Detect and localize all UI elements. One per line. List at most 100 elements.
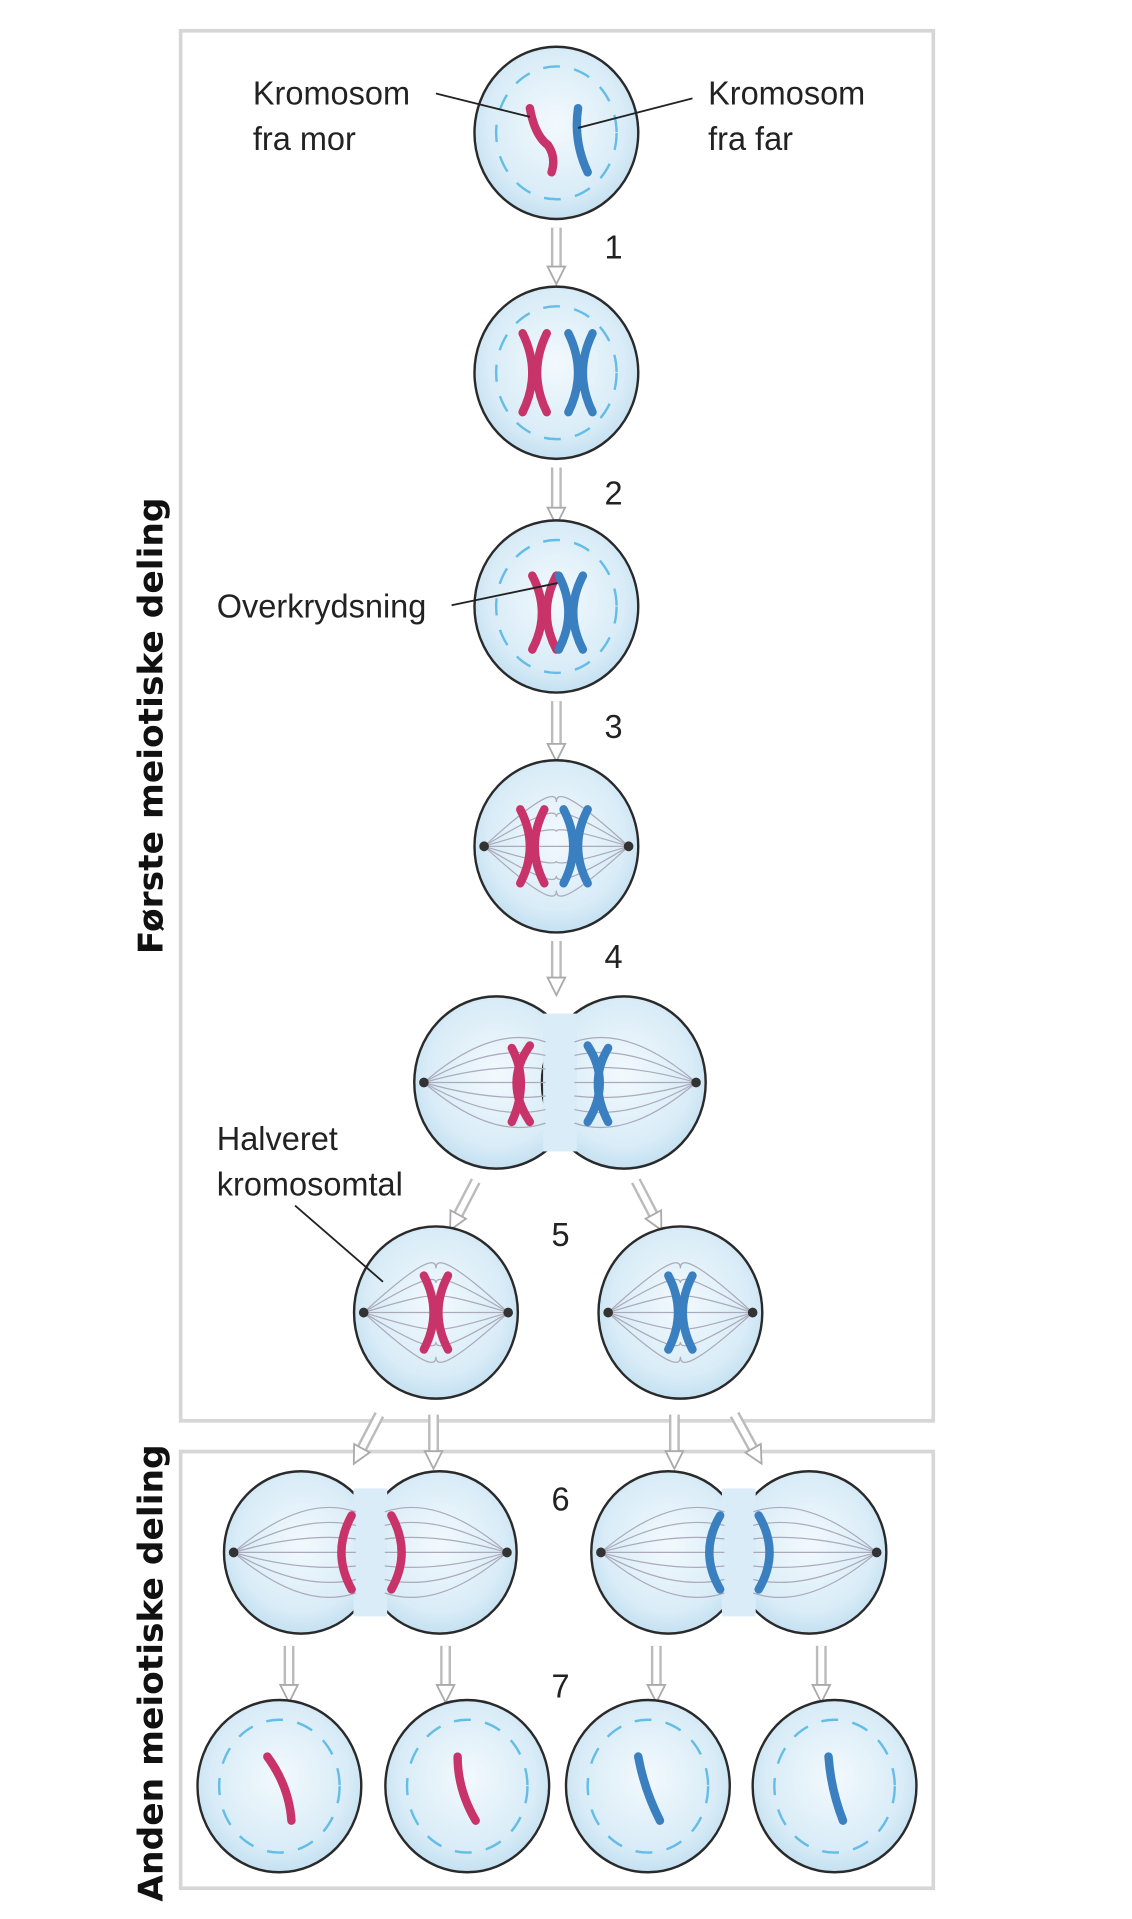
nuclear-envelope: [773, 1718, 896, 1854]
arrow-icon: [546, 701, 567, 764]
spindle-fiber: [384, 1506, 508, 1553]
spindle-fiber: [679, 1262, 754, 1314]
spindle-fiber: [435, 1278, 509, 1314]
spindle-fiber: [607, 1312, 682, 1363]
cell: [473, 519, 640, 694]
dividing-cell: [413, 995, 707, 1170]
spindle-fiber: [483, 845, 557, 897]
father-chromosome: [664, 1271, 683, 1354]
step-1: 1: [605, 228, 623, 265]
spindle-fiber: [574, 1036, 697, 1083]
nuclear-envelope: [494, 65, 618, 201]
spindle-fiber: [679, 1278, 753, 1314]
spindle-fiber: [574, 1081, 697, 1099]
arrow-icon: [546, 941, 567, 998]
dividing-cell: [590, 1470, 888, 1635]
label-halved-1: Halveret: [217, 1120, 338, 1157]
spindle-fiber: [423, 1081, 546, 1099]
arrow-icon: [449, 1178, 481, 1232]
cleavage-fill: [353, 1488, 388, 1617]
mother-chromosome: [516, 805, 534, 888]
centrosome: [596, 1547, 606, 1558]
label-chromosome-mother-2: fra mor: [253, 120, 356, 157]
cell: [473, 758, 640, 934]
father-chromosome: [824, 1752, 848, 1825]
cell-membrane: [473, 519, 640, 694]
step-4: 4: [605, 938, 623, 975]
first-division-label: Første meiotiske deling: [132, 497, 172, 954]
arrow-head: [743, 1442, 763, 1466]
mother-chromosome: [507, 1043, 525, 1127]
arrow-icon: [352, 1412, 385, 1466]
arrow-head: [435, 1683, 456, 1705]
cleavage-fill: [721, 1488, 756, 1617]
arrow-head: [449, 1208, 468, 1232]
spindle-fiber: [600, 1551, 725, 1599]
centrosome: [871, 1547, 882, 1558]
spindle-fiber: [435, 1312, 509, 1363]
step-6: 6: [552, 1480, 570, 1517]
leader-line-mother: [435, 92, 531, 118]
cell-membrane: [473, 45, 640, 221]
step-2: 2: [605, 474, 623, 511]
mother-chromosome: [263, 1752, 296, 1825]
cell: [384, 1698, 551, 1874]
father-chromosome: [678, 1271, 697, 1354]
centrosome: [603, 1307, 613, 1318]
father-chromosome: [593, 1043, 613, 1127]
arrow-icon: [423, 1414, 444, 1471]
arrow-head: [664, 1450, 685, 1471]
mother-chromosome: [528, 571, 547, 654]
arrow-icon: [278, 1645, 300, 1705]
arrow-icon: [435, 1645, 456, 1705]
step-3: 3: [605, 708, 623, 745]
nuclear-envelope: [217, 1718, 341, 1854]
chromosomes: [263, 103, 848, 1825]
mother-chromosome: [337, 1511, 356, 1594]
father-chromosome: [578, 329, 597, 417]
step-7: 7: [552, 1667, 570, 1704]
mother-chromosome: [532, 329, 551, 417]
cleavage-fill: [543, 1013, 577, 1152]
cell: [473, 285, 640, 461]
dividing-cell: [222, 1470, 518, 1635]
spindle-fiber: [753, 1506, 878, 1553]
arrow-head: [546, 265, 567, 287]
centrosome: [479, 841, 489, 852]
spindle-fiber: [423, 1082, 546, 1129]
spindle-fiber: [555, 845, 630, 897]
spindle-fiber: [607, 1262, 682, 1314]
spindle-fiber: [233, 1551, 357, 1599]
spindle-fiber: [555, 795, 630, 847]
father-chromosome: [705, 1511, 725, 1594]
mother-chromosome: [387, 1511, 406, 1594]
father-chromosome: [634, 1752, 665, 1825]
arrow-head: [423, 1450, 444, 1471]
spindle-fiber: [574, 1082, 697, 1129]
arrow-head: [546, 742, 567, 764]
spindle-fiber: [363, 1312, 437, 1363]
spindle-fiber: [679, 1312, 754, 1363]
second-division-label: Anden meiotiske deling: [132, 1444, 172, 1901]
spindle-fiber: [679, 1312, 753, 1347]
label-crossing-over: Overkrydsning: [217, 587, 427, 624]
spindle-fiber: [384, 1551, 508, 1599]
arrow-shaft-inner: [731, 1413, 759, 1456]
leader-line-crossing: [451, 582, 558, 607]
arrow-icon: [664, 1414, 685, 1471]
father-chromosome: [554, 571, 573, 654]
mother-chromosome: [434, 1271, 453, 1354]
spindle-fiber: [363, 1312, 437, 1347]
arrow-head: [643, 1208, 663, 1232]
spindle-fiber: [423, 1081, 546, 1114]
arrow-head: [811, 1683, 832, 1705]
spindle-fiber: [555, 845, 629, 881]
spindle-fiber: [363, 1262, 437, 1314]
nuclear-envelope: [405, 1718, 529, 1854]
centrosome: [502, 1547, 512, 1558]
spindle-fiber: [607, 1278, 682, 1314]
father-chromosome: [559, 805, 578, 888]
arrow-head: [278, 1683, 300, 1705]
centrosome: [419, 1077, 429, 1088]
